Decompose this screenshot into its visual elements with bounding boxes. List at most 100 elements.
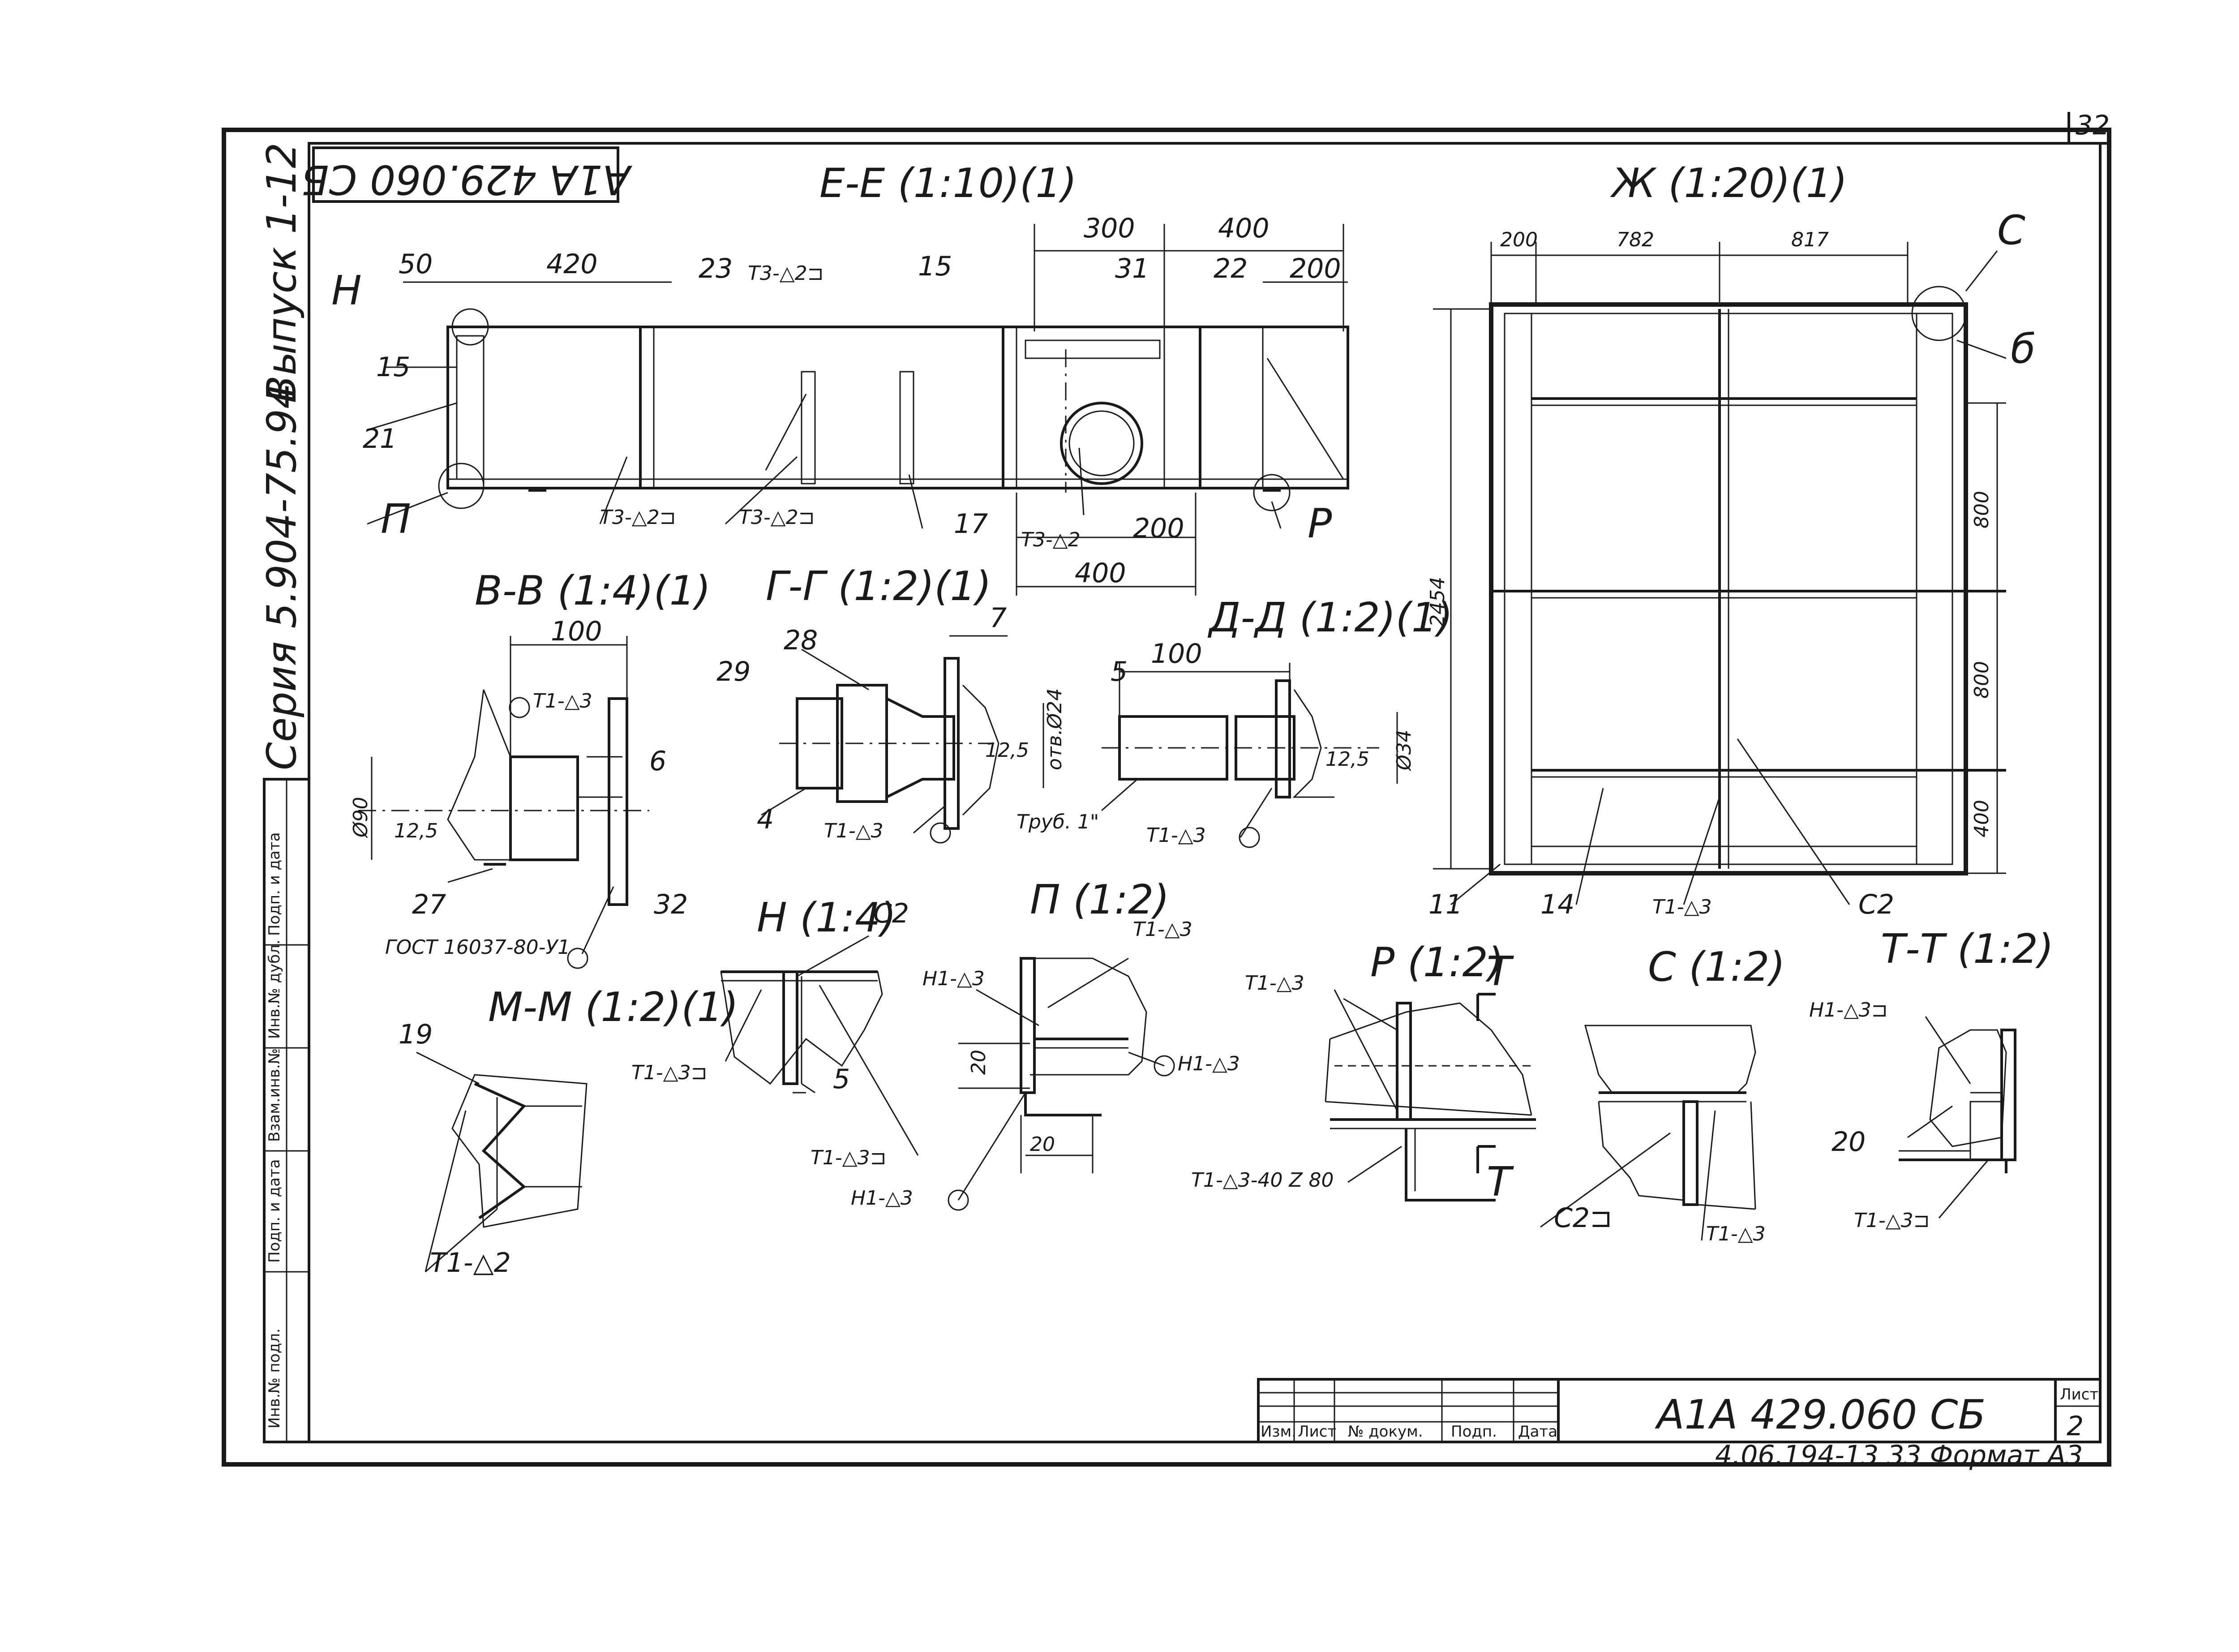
- stamp-sign-date-1: Подп. и дата: [266, 1159, 283, 1263]
- ee-label-t3-top: Т3-△2⊐: [748, 262, 824, 285]
- view-dd: Д-Д (1:2)(1): [1101, 594, 1453, 848]
- vv-label-32: 32: [654, 889, 688, 920]
- view-c: С (1:2): [1540, 944, 1785, 1241]
- issue-label: Выпуск 1-12: [258, 142, 305, 403]
- zh-label-b: б: [2011, 326, 2036, 373]
- view-zh: Ж (1:20)(1): [1433, 160, 2007, 905]
- dd-dim-d34: Ø34: [1393, 729, 1415, 771]
- ee-dim-200b: 200: [1133, 513, 1184, 544]
- footer-format: 4.06.194-13 33 Формат А3: [1715, 1440, 2083, 1471]
- n-label-t1a: Т1-△3⊐: [631, 1061, 707, 1084]
- ee-label-P: П: [381, 496, 411, 543]
- tb-header-date: Дата: [1518, 1423, 1557, 1441]
- gg-dim-hole: отв.Ø24: [1043, 688, 1066, 770]
- ee-label-15b: 15: [918, 251, 952, 282]
- tb-sheet-no: 2: [2067, 1411, 2084, 1442]
- gg-dim-125: 12,5: [985, 739, 1029, 762]
- ee-label-R: Р: [1308, 500, 1332, 547]
- view-tt: Т-Т (1:2): [1881, 926, 2054, 1219]
- view-gg-title: Г-Г (1:2)(1): [766, 563, 991, 610]
- view-tt-title: Т-Т (1:2): [1881, 926, 2054, 973]
- view-mm: М-М (1:2)(1): [416, 984, 738, 1273]
- ee-dim-400a: 400: [1218, 213, 1270, 244]
- p-label-n1a: Н1-△3: [922, 967, 985, 990]
- zh-label-14: 14: [1540, 889, 1574, 920]
- ee-label-N: Н: [331, 267, 362, 314]
- gg-label-t1: Т1-△3: [824, 820, 884, 842]
- view-c-title: С (1:2): [1648, 944, 1785, 991]
- ee-label-t3-a: Т3-△2⊐: [600, 506, 676, 529]
- tb-header-sign: Подп.: [1451, 1423, 1497, 1441]
- tt-label-n1: Н1-△3⊐: [1809, 999, 1888, 1021]
- view-vv-title: В-В (1:4)(1): [475, 567, 711, 614]
- stamp-inv-dup: Инв.№ дубл.: [266, 940, 283, 1039]
- r-label-T-bot: Т: [1487, 1159, 1514, 1206]
- zh-dim-800a: 800: [1970, 491, 1993, 528]
- n-dim-5: 5: [833, 1064, 850, 1095]
- gg-dim-7: 7: [990, 602, 1007, 634]
- stamp-inv-orig: Инв.№ подл.: [266, 1328, 283, 1429]
- ee-dim-50: 50: [399, 249, 433, 280]
- dd-label-pipe: Труб. 1": [1017, 811, 1099, 833]
- vv-dim-125: 12,5: [394, 820, 438, 842]
- zh-label-11: 11: [1428, 889, 1463, 920]
- vv-dim-6: 6: [649, 746, 666, 777]
- view-dd-title: Д-Д (1:2)(1): [1207, 594, 1453, 641]
- side-stamp: [263, 778, 310, 1443]
- vv-label-t1: Т1-△3: [533, 690, 592, 712]
- tb-header-izm: Изм.: [1261, 1423, 1296, 1441]
- view-mm-title: М-М (1:2)(1): [488, 984, 738, 1031]
- zh-label-t1: Т1-△3: [1652, 896, 1712, 918]
- ee-label-t3-c: Т3-△2: [1021, 528, 1081, 551]
- gg-label-28: 28: [784, 625, 818, 656]
- ee-label-17: 17: [954, 508, 988, 540]
- tt-label-t1: Т1-△3⊐: [1854, 1209, 1930, 1232]
- dd-label-5: 5: [1111, 656, 1128, 687]
- ee-label-21: 21: [363, 423, 397, 455]
- view-p-title: П (1:2): [1030, 876, 1169, 923]
- vv-dim-d90: Ø90: [349, 797, 372, 838]
- r-label-t1: Т1-△3: [1245, 972, 1304, 995]
- ee-label-23: 23: [699, 253, 733, 284]
- ee-dim-420: 420: [546, 249, 598, 280]
- view-ee-title: Е-Е (1:10)(1): [819, 160, 1077, 207]
- zh-dim-400: 400: [1970, 800, 1993, 837]
- rotated-code-box: А1А 429.060 СБ: [301, 146, 632, 203]
- view-r-title: Р (1:2): [1370, 939, 1504, 986]
- n-label-t1b: Т1-△3⊐: [811, 1146, 886, 1169]
- zh-dim-817: 817: [1791, 228, 1829, 251]
- view-gg: Г-Г (1:2)(1): [761, 563, 1044, 844]
- ee-label-15a: 15: [376, 352, 410, 383]
- n-label-c2: С2: [873, 898, 909, 929]
- r-label-t1-long: Т1-△3-40 Z 80: [1191, 1169, 1334, 1192]
- tb-sheet-label: Лист: [2060, 1386, 2098, 1403]
- tb-header-doc: № докум.: [1348, 1423, 1423, 1441]
- vv-dim-100: 100: [551, 616, 602, 647]
- ee-label-31: 31: [1115, 253, 1149, 284]
- ee-dim-400b: 400: [1075, 558, 1126, 589]
- view-p: П (1:2): [948, 876, 1175, 1211]
- view-ee: Е-Е (1:10)(1): [367, 160, 1349, 596]
- dd-label-t1: Т1-△3: [1146, 824, 1206, 847]
- corner-number: 32: [2076, 110, 2110, 141]
- series-label: Серия 5.904-75.94: [258, 383, 305, 770]
- zh-dim-2454: 2454: [1426, 577, 1449, 627]
- rotated-code: А1А 429.060 СБ: [301, 156, 632, 203]
- p-label-n1b: Н1-△3: [1178, 1052, 1240, 1075]
- p-label-t1: Т1-△3: [1133, 918, 1192, 941]
- vv-label-27: 27: [412, 889, 446, 920]
- tt-label-20: 20: [1832, 1126, 1866, 1158]
- vv-label-gost: ГОСТ 16037-80-У1: [385, 936, 570, 959]
- mm-label-19: 19: [399, 1019, 433, 1050]
- zh-dim-800b: 800: [1970, 661, 1993, 699]
- view-zh-title: Ж (1:20)(1): [1610, 160, 1847, 207]
- r-label-T-top: Т: [1487, 948, 1514, 995]
- gg-label-4: 4: [757, 804, 774, 835]
- p-label-n1c: Н1-△3: [851, 1187, 913, 1210]
- dd-dim-125: 12,5: [1325, 748, 1369, 771]
- zh-label-c2: С2: [1858, 889, 1894, 920]
- zh-label-C: С: [1997, 207, 2025, 254]
- ee-label-22: 22: [1214, 253, 1248, 284]
- ee-dim-300: 300: [1084, 213, 1135, 244]
